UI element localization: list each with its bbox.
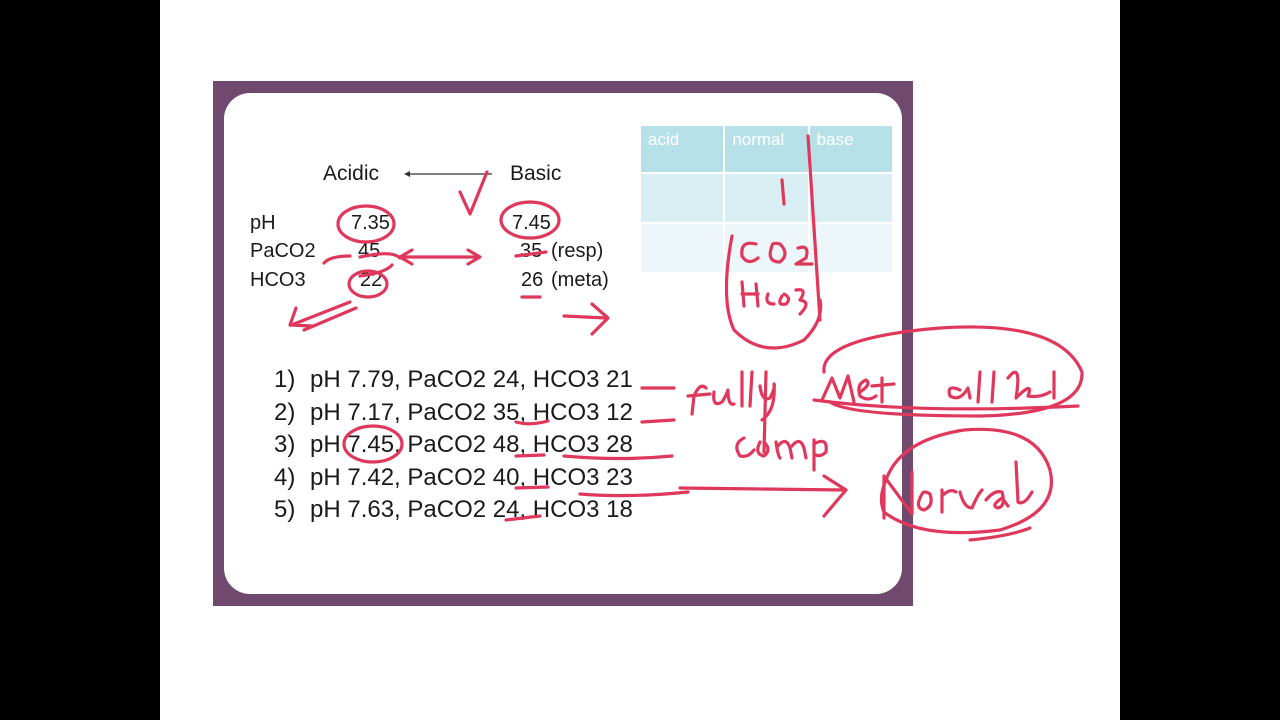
circle-7-45-problem	[342, 424, 404, 464]
ref-acid-ph: 7.35	[351, 212, 390, 234]
check-mark-icon	[458, 170, 489, 216]
acidic-label: Acidic	[323, 162, 380, 185]
circle-normal	[879, 427, 1053, 535]
acid-base-table: acid normal base	[641, 126, 894, 272]
ref-label-paco2: PaCO2	[250, 240, 316, 262]
normal-text	[882, 470, 914, 520]
problem-4-number: 4)	[274, 464, 296, 491]
ref-base-hco3: 26	[521, 269, 544, 291]
lecture-canvas: Acidic Basic pH 7.35 7.45 PaCO2 45 35 (r…	[160, 0, 1120, 720]
ref-note-meta: (meta)	[551, 269, 609, 291]
table-header-acid: acid	[641, 126, 726, 172]
problem-3-text: pH 7.45, PaCO2 48, HCO3 28	[310, 431, 633, 458]
met-alkal-text	[820, 374, 856, 404]
ref-note-resp: (resp)	[551, 240, 604, 262]
problem-2-text: pH 7.17, PaCO2 35, HCO3 12	[310, 399, 633, 426]
problem-4-text: pH 7.42, PaCO2 40, HCO3 23	[310, 464, 633, 491]
problem-2-number: 2)	[274, 399, 296, 426]
problem-1-text: pH 7.79, PaCO2 24, HCO3 21	[310, 366, 633, 393]
left-arrow-icon	[404, 171, 492, 177]
circle-7-35	[336, 204, 396, 244]
down-left-arrow-icon	[288, 300, 352, 328]
fully-comp-text	[686, 384, 712, 416]
circle-7-45	[499, 200, 561, 240]
table-row	[641, 222, 894, 272]
problem-5-text: pH 7.63, PaCO2 24, HCO3 18	[310, 496, 633, 523]
basic-label: Basic	[510, 162, 562, 185]
ref-label-ph: pH	[250, 212, 276, 234]
ref-base-ph: 7.45	[512, 212, 551, 234]
ref-label-hco3: HCO3	[250, 269, 306, 291]
double-arrow-icon	[398, 248, 482, 266]
ref-base-paco2: 35	[520, 240, 543, 262]
table-header-base: base	[809, 126, 894, 172]
problem-5-number: 5)	[274, 496, 296, 523]
circle-22	[347, 269, 389, 299]
handwritten-annotations	[288, 134, 1084, 542]
problem-1-number: 1)	[274, 366, 296, 393]
circle-met-alkal	[822, 325, 1084, 418]
table-row	[641, 172, 894, 222]
right-arrow-icon	[562, 302, 610, 336]
arrow-to-normal-icon	[678, 474, 848, 518]
problem-3-number: 3)	[274, 431, 296, 458]
